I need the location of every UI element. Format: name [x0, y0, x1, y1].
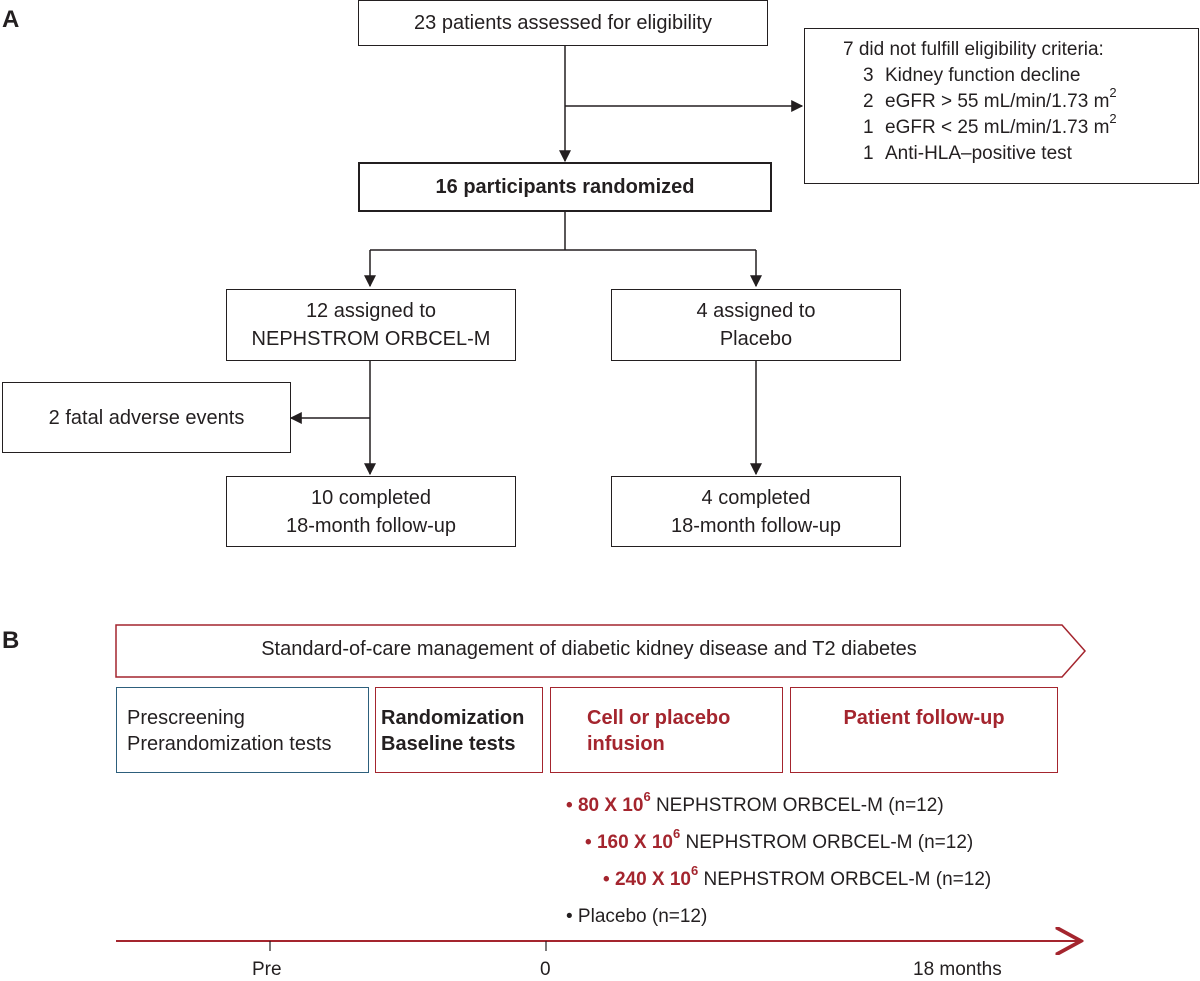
placebo-completed-line1: 4 completed — [701, 486, 811, 509]
prescreening-box: Prescreening Prerandomization tests — [116, 687, 369, 773]
randomized-text: 16 participants randomized — [435, 176, 695, 198]
randomization-box: Randomization Baseline tests — [375, 687, 543, 773]
placebo-arm-line2: Placebo — [719, 328, 793, 350]
cells-completed-line1: 10 completed — [310, 486, 432, 509]
timeline-label-end: 18 months — [913, 959, 1002, 980]
cells-completed-line2: 18-month follow-up — [285, 514, 457, 537]
placebo-dose: • Placebo (n=12) — [566, 906, 708, 927]
prescreening-line1: Prescreening — [127, 707, 245, 729]
placebo-arm-line1: 4 assigned to — [696, 300, 816, 322]
adverse-events-box: 2 fatal adverse events — [2, 382, 291, 453]
exclusion-title: 7 did not fulfill eligibility criteria: — [843, 39, 1104, 60]
randomization-line2: Baseline tests — [381, 733, 516, 755]
placebo-completed-box: 4 completed 18-month follow-up — [611, 476, 901, 547]
standard-of-care-text: Standard-of-care management of diabetic … — [261, 638, 917, 660]
dose-80: • 80 X 106 NEPHSTROM ORBCEL-M (n=12) — [566, 788, 944, 816]
dose-240: • 240 X 106 NEPHSTROM ORBCEL-M (n=12) — [603, 862, 992, 890]
timeline-label-pre: Pre — [252, 959, 282, 980]
prescreening-line2: Prerandomization tests — [127, 733, 332, 755]
cells-completed-box: 10 completed 18-month follow-up — [226, 476, 516, 547]
panel-b-label: B — [2, 627, 20, 654]
adverse-events-text: 2 fatal adverse events — [48, 406, 245, 429]
cells-arm-box: 12 assigned to NEPHSTROM ORBCEL-M — [226, 289, 516, 361]
randomization-line1: Randomization — [381, 707, 525, 729]
infusion-line2: infusion — [587, 733, 665, 755]
panel-a-label: A — [2, 6, 20, 33]
placebo-completed-line2: 18-month follow-up — [670, 514, 842, 537]
cells-arm-line2: NEPHSTROM ORBCEL-M — [251, 328, 491, 350]
infusion-line1: Cell or placebo — [587, 707, 731, 729]
infusion-box: Cell or placebo infusion — [550, 687, 783, 773]
dose-160: • 160 X 106 NEPHSTROM ORBCEL-M (n=12) — [585, 825, 974, 853]
standard-of-care-arrow — [115, 624, 1087, 678]
cells-arm-line1: 12 assigned to — [305, 300, 437, 322]
assessed-box: 23 patients assessed for eligibility — [358, 0, 768, 46]
timeline-label-zero: 0 — [540, 959, 551, 980]
assessed-text: 23 patients assessed for eligibility — [414, 12, 712, 34]
followup-line1: Patient follow-up — [843, 707, 1005, 729]
randomized-box: 16 participants randomized — [358, 162, 772, 212]
followup-box: Patient follow-up — [790, 687, 1058, 773]
exclusion-box: 7 did not fulfill eligibility criteria: … — [804, 28, 1199, 184]
placebo-arm-box: 4 assigned to Placebo — [611, 289, 901, 361]
